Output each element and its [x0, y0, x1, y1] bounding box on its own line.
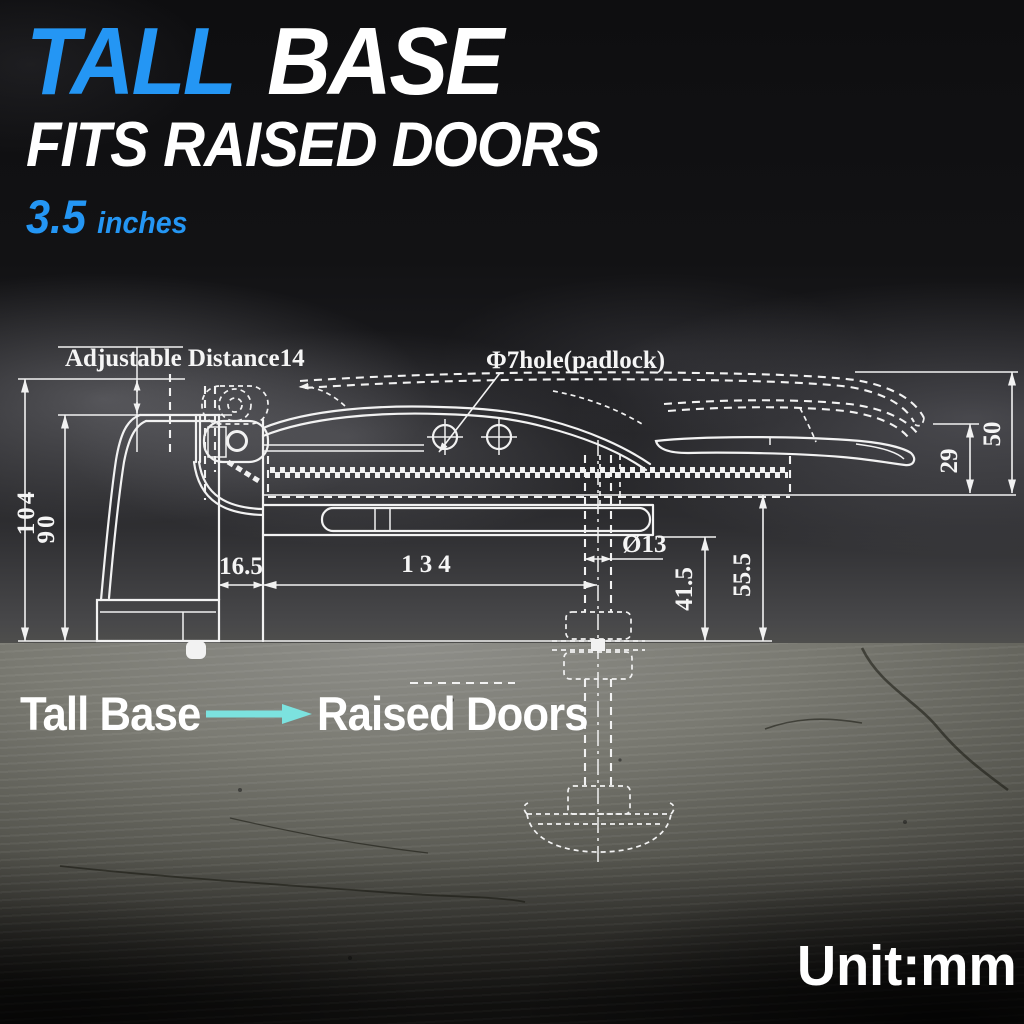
locking-rod-assembly: [523, 440, 675, 862]
right-arrow-icon: [206, 704, 312, 724]
base-peg: [186, 641, 206, 659]
dimension-handle-gap-open: 50: [979, 422, 1006, 447]
dimension-plate-bottom-height: 41.5: [671, 567, 698, 611]
caption-raised-doors: Raised Doors: [317, 687, 589, 740]
dimension-labels: Adjustable Distance14 Φ7hole(padlock) 10…: [13, 345, 1006, 611]
caption-tall-base: Tall Base: [20, 687, 201, 740]
title-rest: BASE: [267, 8, 504, 115]
size-value: 3.5: [26, 189, 87, 243]
dimension-rod-diameter: Ø13: [622, 531, 666, 558]
size-unit: inches: [97, 204, 188, 240]
hex-nut-lower: [563, 651, 633, 680]
dimension-overall-height: 104: [13, 489, 40, 536]
floor-cracks: [59, 647, 1009, 960]
latch-body: [261, 418, 792, 685]
padlock-hole-leader: [438, 372, 501, 453]
dimension-base-back-offset: 16.5: [219, 553, 263, 580]
dimension-lines: [18, 346, 1018, 642]
dimension-base-height: 90: [33, 513, 60, 544]
dimension-plate-top-height: 55.5: [729, 553, 756, 597]
hinge-assembly: [168, 374, 346, 517]
callout-adjustable-distance: Adjustable Distance14: [65, 345, 305, 372]
pivot-pin: [226, 430, 248, 452]
dimension-handle-gap-closed: 29: [936, 449, 963, 474]
floor-vignette: [0, 643, 1024, 1024]
callout-padlock-hole: Φ7hole(padlock): [486, 347, 665, 374]
rotation-arrow: [298, 382, 346, 407]
handle-raised-position: [299, 371, 925, 443]
title-accent: TALL: [26, 8, 237, 115]
subtitle: FITS RAISED DOORS: [26, 110, 601, 180]
unit-label: Unit:mm: [797, 934, 1017, 998]
handle-lever: [261, 405, 916, 472]
dimension-plate-length: 134: [401, 551, 457, 578]
